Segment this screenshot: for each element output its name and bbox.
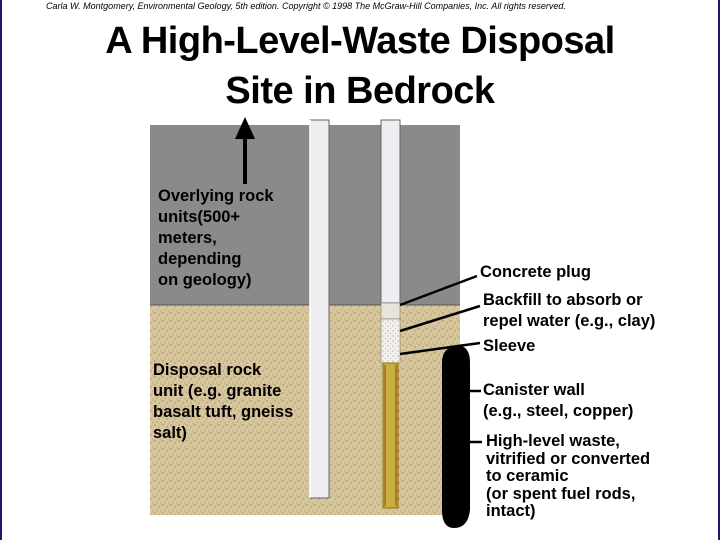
waste-label-line: vitrified or converted bbox=[486, 449, 651, 468]
disposal-rock-label: Disposal rock unit (e.g. granite basalt … bbox=[153, 360, 293, 444]
overlying-label-line: units(500+ bbox=[158, 208, 241, 226]
overlying-rock-label: Overlying rock units(500+ meters, depend… bbox=[158, 186, 274, 291]
high-level-waste-label: High-level waste, vitrified or converted… bbox=[486, 432, 651, 521]
page-title-line-1: A High-Level-Waste Disposal bbox=[105, 20, 615, 62]
copyright-text: Carla W. Montgomery, Environmental Geolo… bbox=[46, 1, 566, 11]
waste-label-line: to ceramic bbox=[486, 467, 569, 485]
concrete-plug bbox=[380, 302, 401, 320]
arrow-up-icon bbox=[235, 117, 255, 184]
sleeve-leader bbox=[399, 341, 481, 356]
concrete-plug-leader bbox=[399, 274, 478, 307]
canister-wall-detail bbox=[442, 345, 470, 528]
canister-label-line: Canister wall bbox=[483, 381, 585, 399]
overlying-rock-layer bbox=[150, 125, 460, 305]
disposal-label-line: basalt tuft, gneiss bbox=[153, 403, 294, 421]
overlying-label-line: Overlying rock bbox=[158, 187, 274, 205]
waste-canister bbox=[382, 362, 399, 509]
copyright-bar: Carla W. Montgomery, Environmental Geolo… bbox=[2, 0, 718, 14]
waste-label-line: (or spent fuel rods, bbox=[486, 484, 636, 503]
canister-label-line: (e.g., steel, copper) bbox=[483, 402, 634, 420]
sleeve-label: Sleeve bbox=[483, 337, 536, 355]
disposal-label-line: salt) bbox=[153, 424, 187, 442]
waste-label-line: intact) bbox=[486, 502, 536, 520]
backfill-label-line: Backfill to absorb or bbox=[483, 291, 643, 309]
disposal-label-line: unit (e.g. granite bbox=[153, 382, 282, 400]
canister-wall-label: Canister wall (e.g., steel, copper) bbox=[483, 380, 633, 422]
page-title-line-2: Site in Bedrock bbox=[225, 70, 495, 112]
backfill-leader bbox=[399, 304, 481, 333]
overlying-label-line: on geology) bbox=[158, 271, 252, 289]
backfill-label: Backfill to absorb or repel water (e.g.,… bbox=[483, 290, 655, 332]
overlying-label-line: depending bbox=[158, 250, 242, 268]
disposal-label-line: Disposal rock bbox=[153, 361, 262, 379]
overlying-label-line: meters, bbox=[158, 229, 217, 247]
backfill-label-line: repel water (e.g., clay) bbox=[483, 312, 656, 330]
right-shaft bbox=[380, 119, 401, 304]
concrete-plug-label: Concrete plug bbox=[480, 263, 591, 281]
backfill bbox=[380, 318, 401, 364]
waste-label-line: High-level waste, bbox=[486, 432, 620, 450]
left-shaft bbox=[309, 119, 330, 499]
disposal-rock-layer bbox=[150, 305, 460, 515]
